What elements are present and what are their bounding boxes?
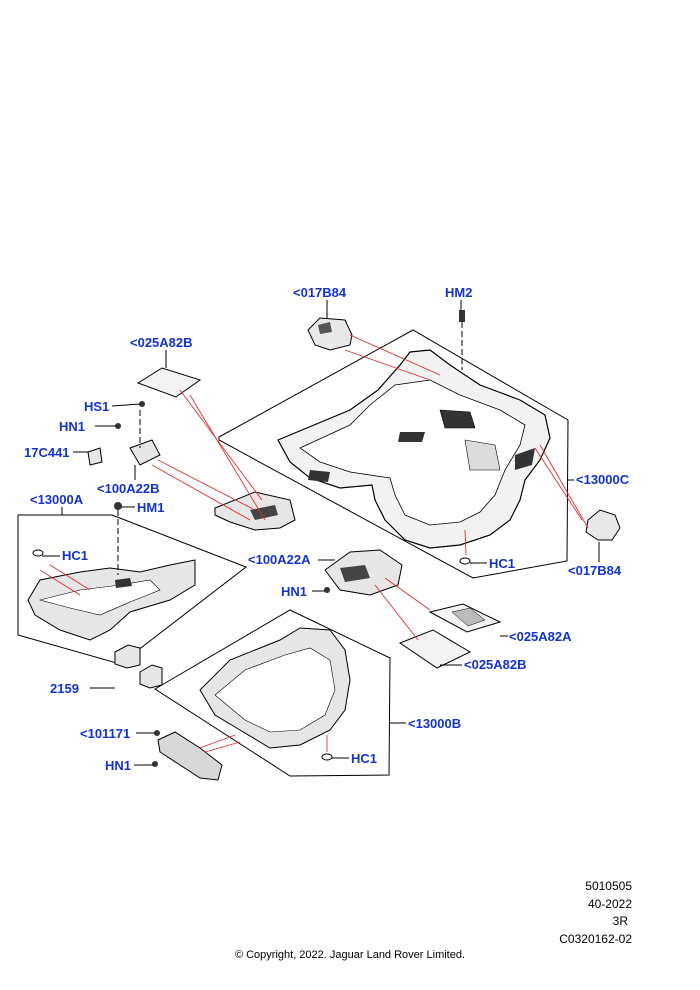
callout-HC1-a[interactable]: HC1 (62, 548, 89, 563)
callout-101171[interactable]: <101171 (80, 726, 131, 741)
callout-HM2[interactable]: HM2 (445, 285, 473, 300)
fastener-HM1[interactable] (114, 502, 122, 510)
callout-017B84-top[interactable]: <017B84 (293, 285, 347, 300)
callout-13000B[interactable]: <13000B (408, 716, 462, 731)
callout-HN1-a[interactable]: HN1 (59, 419, 86, 434)
part-101171[interactable] (157, 731, 223, 781)
fastener-101171[interactable] (154, 730, 160, 736)
callout-025A82B-mid[interactable]: <025A82B (464, 657, 527, 672)
box-13000B (154, 609, 391, 777)
axis-lines-dashed (117, 322, 463, 575)
washer-HC1-c[interactable] (321, 753, 333, 761)
part-bracket-hs1[interactable] (129, 439, 161, 466)
callout-HN1-b[interactable]: HN1 (281, 584, 308, 599)
callout-017B84-right[interactable]: <017B84 (568, 563, 622, 578)
fastener-HS1[interactable] (139, 401, 145, 407)
mat-025A82B-top[interactable] (136, 367, 202, 398)
callout-13000C[interactable]: <13000C (576, 472, 630, 487)
mat-025A82B-mid[interactable] (398, 629, 472, 669)
fastener-HN1-c[interactable] (152, 761, 158, 767)
callout-100A22A[interactable]: <100A22A (248, 552, 311, 567)
part-100A22B[interactable] (214, 491, 296, 531)
part-17C441[interactable] (87, 447, 103, 466)
meta-code-2: 40-2022 (587, 897, 632, 911)
callout-025A82B-top[interactable]: <025A82B (130, 335, 193, 350)
meta-code-1: 5010505 (585, 879, 632, 893)
carpet-13000C[interactable] (277, 349, 551, 549)
box-13000C (218, 329, 569, 579)
callout-HC1-b[interactable]: HC1 (489, 556, 516, 571)
callout-17C441[interactable]: 17C441 (24, 445, 70, 460)
callout-025A82A[interactable]: <025A82A (509, 629, 572, 644)
carpet-13000A[interactable] (27, 559, 196, 641)
callout-HM1[interactable]: HM1 (137, 500, 165, 515)
mat-025A82A[interactable] (428, 603, 502, 633)
carpet-13000B[interactable] (199, 627, 351, 749)
fastener-HN1-b[interactable] (324, 587, 330, 593)
box-13000A (17, 514, 248, 665)
callout-HN1-c[interactable]: HN1 (105, 758, 132, 773)
callout-HS1[interactable]: HS1 (84, 399, 110, 414)
part-017B84-right[interactable] (585, 509, 621, 541)
leader-lines-red (39, 334, 589, 753)
leader-lines-black (42, 300, 600, 766)
washer-HC1-a[interactable] (32, 549, 44, 557)
part-100A22A[interactable] (324, 549, 403, 596)
washer-HC1-b[interactable] (459, 557, 471, 565)
part-017B84-top[interactable] (307, 317, 353, 351)
copyright-text: © Copyright, 2022. Jaguar Land Rover Lim… (234, 949, 466, 961)
callout-2159[interactable]: 2159 (50, 681, 79, 696)
meta-code-4: C0320162-02 (559, 932, 632, 946)
callout-13000A[interactable]: <13000A (30, 492, 84, 507)
meta-code-3: 3R (612, 914, 628, 928)
callout-100A22B[interactable]: <100A22B (97, 481, 160, 496)
callout-HC1-c[interactable]: HC1 (351, 751, 378, 766)
fastener-HN1-a[interactable] (115, 423, 121, 429)
part-2159[interactable] (114, 644, 163, 689)
fastener-HM2[interactable] (459, 310, 465, 322)
